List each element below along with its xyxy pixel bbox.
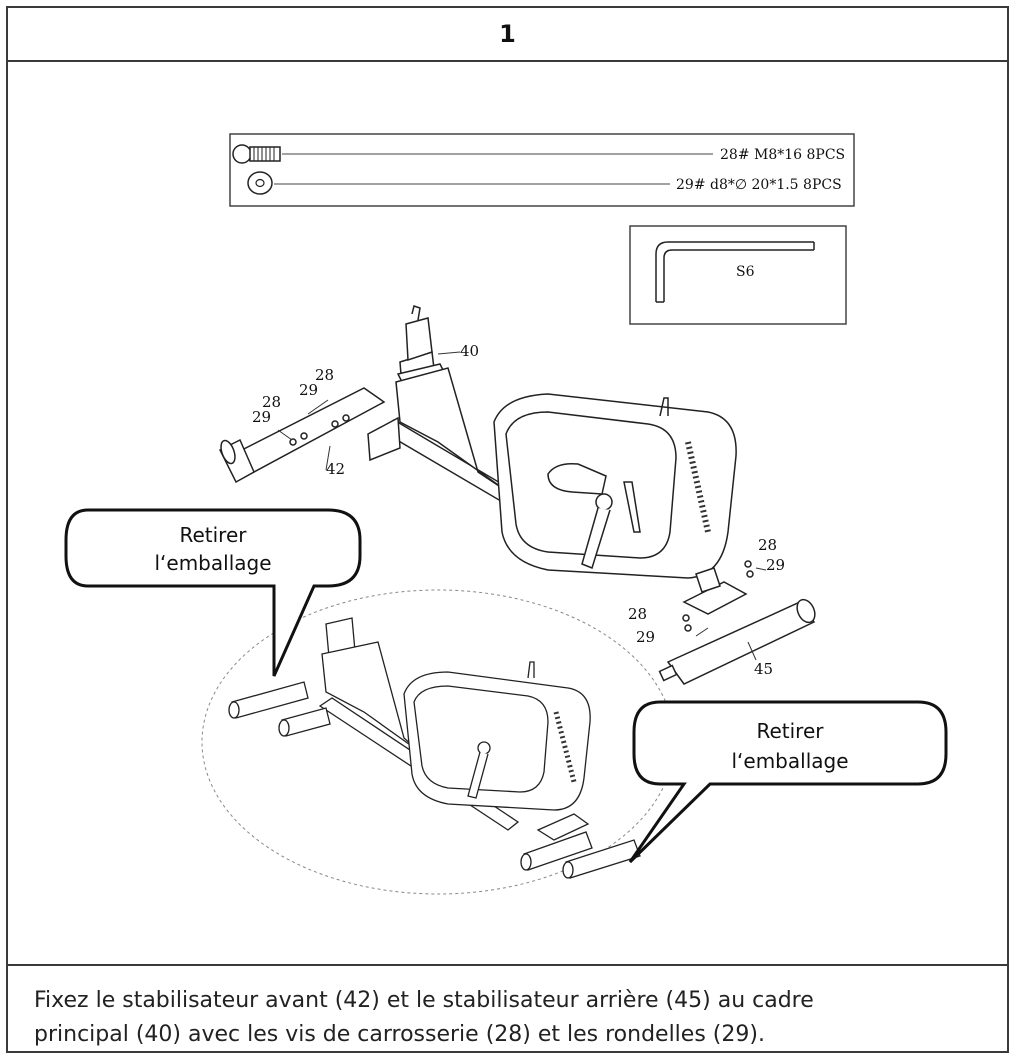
callout-right-line1: Retirer <box>756 719 824 743</box>
part-label-main-frame: 40 <box>460 342 479 360</box>
callout-left: Retirer l‘emballage <box>64 508 362 677</box>
washer-spec-label: 29# d8*∅ 20*1.5 8PCS <box>676 177 842 193</box>
part-label-rear-stabilizer: 45 <box>754 660 773 678</box>
packaging-tube-1 <box>228 681 309 719</box>
front-stabilizer-drawing <box>218 387 386 484</box>
step-number: 1 <box>499 20 516 48</box>
assembly-illustration: 28# M8*16 8PCS 29# d8*∅ 20*1.5 8PCS S6 <box>64 133 948 895</box>
washer-icon <box>247 171 273 195</box>
trainer-main-frame-drawing <box>218 305 816 685</box>
part-label-bolt-2: 28 <box>262 393 281 411</box>
part-label-washer-4: 29 <box>636 628 655 646</box>
step-panel: 1 28# M8*16 8PCS 29# d8*∅ 20*1.5 8PCS <box>6 6 1009 1053</box>
packaging-tube-4 <box>562 839 641 879</box>
part-label-bolt-1: 28 <box>315 366 334 384</box>
carriage-bolt-icon <box>232 144 281 164</box>
packaging-tube-3 <box>520 831 593 871</box>
instruction-text: Fixez le stabilisateur avant (42) et le … <box>8 964 1007 1053</box>
part-label-bolt-3: 28 <box>758 536 777 554</box>
part-label-washer-1: 29 <box>299 381 318 399</box>
rear-stabilizer-drawing <box>658 598 816 685</box>
part-leaders <box>277 351 767 661</box>
packaged-trainer-drawing <box>228 617 641 879</box>
bolt-spec-label: 28# M8*16 8PCS <box>720 147 845 163</box>
part-label-washer-3: 29 <box>766 556 785 574</box>
allen-key-icon <box>655 241 815 303</box>
callout-left-line1: Retirer <box>179 523 247 547</box>
tool-size-label: S6 <box>736 264 755 280</box>
instruction-line-2: principal (40) avec les vis de carrosser… <box>34 1022 765 1047</box>
step-header: 1 <box>8 8 1007 62</box>
tool-box: S6 <box>629 225 847 325</box>
callout-right-line2: l‘emballage <box>731 749 848 773</box>
hardware-box: 28# M8*16 8PCS 29# d8*∅ 20*1.5 8PCS <box>229 133 855 207</box>
part-label-washer-2: 29 <box>252 408 271 426</box>
callout-left-line2: l‘emballage <box>154 551 271 575</box>
callout-right: Retirer l‘emballage <box>628 700 948 864</box>
packaging-tube-2 <box>278 707 331 737</box>
part-label-front-stabilizer: 42 <box>326 460 345 478</box>
instruction-line-1: Fixez le stabilisateur avant (42) et le … <box>34 988 814 1013</box>
assembly-diagram: 28# M8*16 8PCS 29# d8*∅ 20*1.5 8PCS S6 <box>8 62 1007 964</box>
part-label-bolt-4: 28 <box>628 605 647 623</box>
